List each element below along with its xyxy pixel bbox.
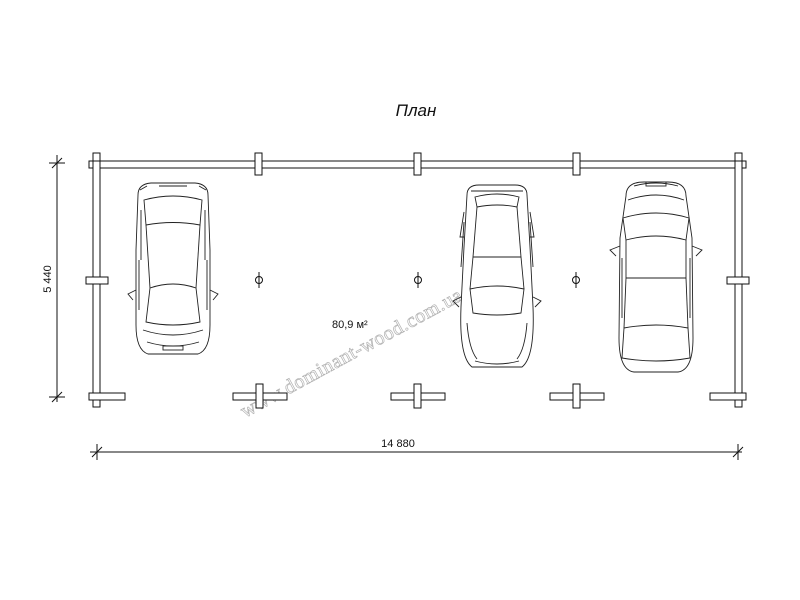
area-label: 80,9 м² [332,319,368,331]
wall-top-joint-2 [254,152,263,176]
post-markers [255,272,580,288]
wall-bottom-right [709,392,747,401]
wall-left-joint [85,276,109,285]
wall-bottom-left [88,392,126,401]
watermark: www.dominant-wood.com.ua [237,284,467,423]
walls [85,152,750,408]
plan-title: План [395,101,437,120]
car-middle [452,184,542,368]
post-marker-1 [255,272,263,288]
dimension-width: 14 880 [90,438,744,460]
dimension-height-label: 5 440 [42,265,54,293]
pillar-1 [232,383,288,409]
post-marker-3 [572,272,580,288]
pillars [232,383,605,409]
dimension-height: 5 440 [42,155,65,403]
pillar-3 [549,383,605,409]
watermark-text: www.dominant-wood.com.ua [237,284,466,422]
car-left [127,182,219,355]
post-marker-2 [414,272,422,288]
wall-right-joint [726,276,750,285]
wall-top-joint-3 [413,152,422,176]
wall-top-joint-4 [572,152,581,176]
car-right [609,181,703,373]
dimension-width-label: 14 880 [381,438,415,450]
pillar-2 [390,383,446,409]
